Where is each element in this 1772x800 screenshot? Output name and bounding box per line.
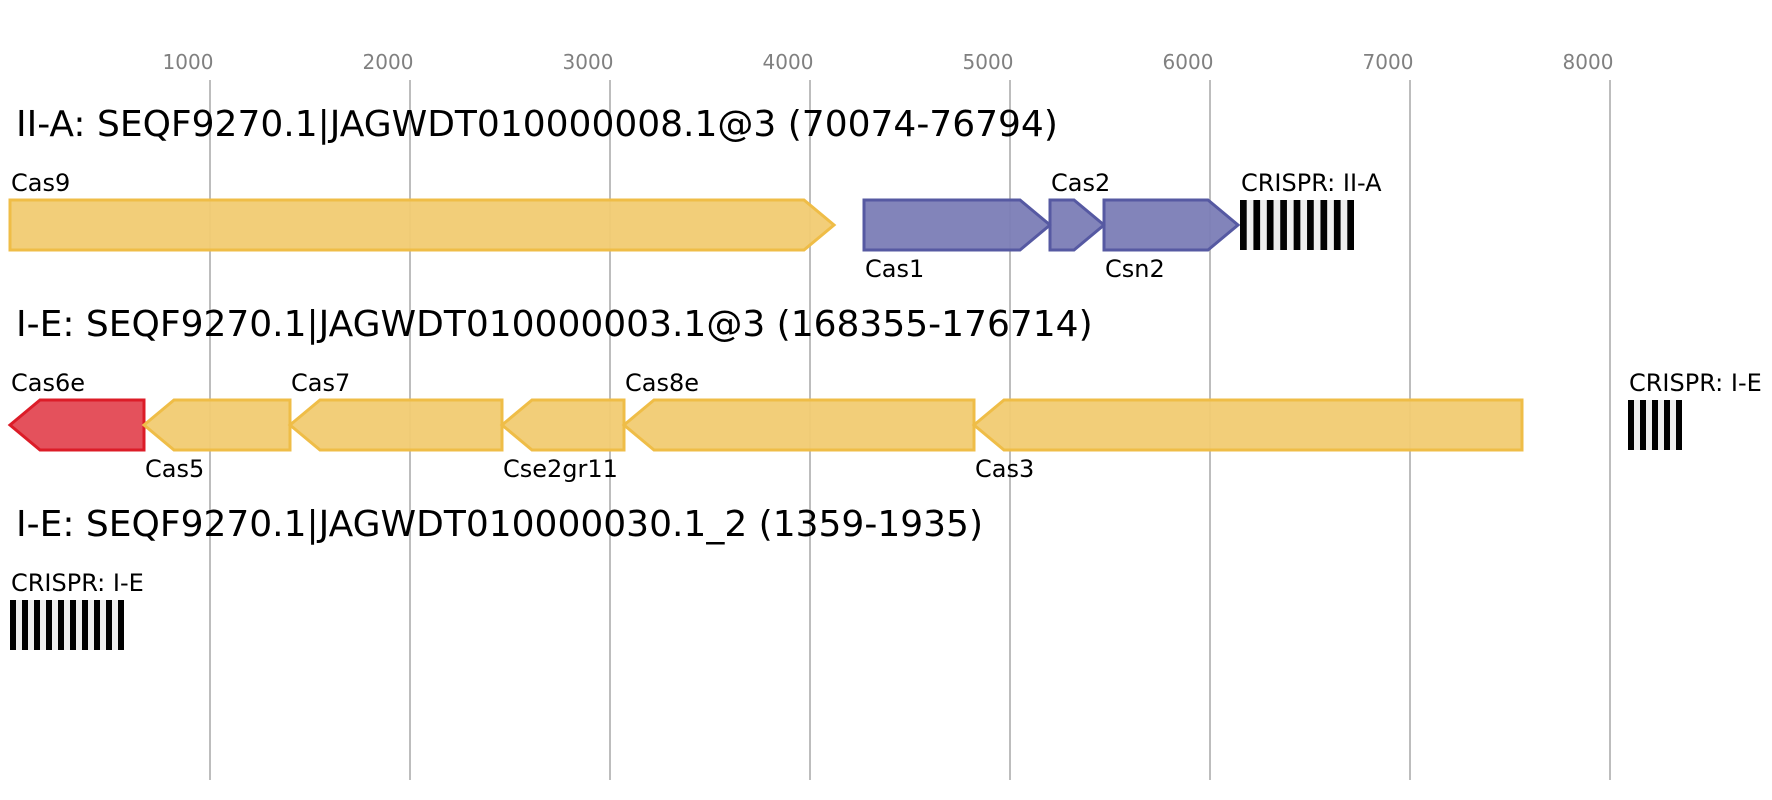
gene-cas8e[interactable]: Cas8e: [621, 369, 976, 452]
crispr-repeat: [34, 600, 40, 650]
tracks: II-A: SEQF9270.1|JAGWDT010000008.1@3 (70…: [7, 104, 1762, 650]
track-title: I-E: SEQF9270.1|JAGWDT010000030.1_2 (135…: [16, 504, 983, 545]
gene-cse2gr11[interactable]: Cse2gr11: [499, 398, 626, 483]
crispr-label: CRISPR: I-E: [11, 569, 144, 597]
gene-cas7[interactable]: Cas7: [287, 369, 504, 452]
tick-label: 6000: [1163, 50, 1214, 74]
gene-label: Cas5: [145, 455, 204, 483]
gene-cas9[interactable]: Cas9: [8, 169, 837, 252]
crispr-repeat: [10, 600, 16, 650]
tick-label: 4000: [763, 50, 814, 74]
gene-arrow[interactable]: [141, 398, 292, 452]
gene-cas6e[interactable]: Cas6e: [7, 369, 146, 452]
gene-cas3[interactable]: Cas3: [971, 398, 1524, 483]
tick-label: 5000: [963, 50, 1014, 74]
crispr-repeat: [70, 600, 76, 650]
crispr-repeat: [1293, 200, 1301, 250]
crispr-repeat: [1333, 200, 1341, 250]
gene-arrow[interactable]: [1102, 198, 1241, 252]
crispr-repeat: [106, 600, 112, 650]
crispr-repeat: [1664, 400, 1670, 450]
crispr-repeat: [1280, 200, 1287, 250]
gene-arrow[interactable]: [1048, 198, 1107, 252]
crispr-label: CRISPR: I-E: [1629, 369, 1762, 397]
crispr-label: CRISPR: II-A: [1241, 169, 1382, 197]
crispr-array[interactable]: CRISPR: I-E: [1628, 369, 1762, 450]
tick-label: 1000: [163, 50, 214, 74]
crispr-spacer-background: [10, 600, 124, 650]
gene-arrow[interactable]: [287, 398, 504, 452]
gene-arrow[interactable]: [971, 398, 1524, 452]
crispr-repeat: [58, 600, 64, 650]
gene-label: Csn2: [1105, 255, 1165, 283]
track-title: II-A: SEQF9270.1|JAGWDT010000008.1@3 (70…: [16, 104, 1058, 145]
tick-label: 7000: [1363, 50, 1414, 74]
gene-cas2[interactable]: Cas2: [1048, 169, 1110, 252]
crispr-repeat: [1253, 200, 1261, 250]
gene-arrow[interactable]: [7, 398, 146, 452]
crispr-repeat: [46, 600, 52, 650]
gene-label: Cas3: [975, 455, 1034, 483]
crispr-repeat: [82, 600, 88, 650]
track: II-A: SEQF9270.1|JAGWDT010000008.1@3 (70…: [8, 104, 1382, 283]
crispr-repeat: [94, 600, 100, 650]
gene-label: Cas7: [291, 369, 350, 397]
crispr-repeat: [22, 600, 28, 650]
gene-arrow[interactable]: [621, 398, 976, 452]
gene-label: Cas8e: [625, 369, 699, 397]
crispr-repeat: [1320, 200, 1328, 250]
track: I-E: SEQF9270.1|JAGWDT010000030.1_2 (135…: [10, 504, 983, 650]
crispr-repeat: [1640, 400, 1646, 450]
crispr-repeat: [1347, 200, 1354, 250]
tick-label: 3000: [563, 50, 614, 74]
gene-arrow[interactable]: [8, 198, 837, 252]
track-title: I-E: SEQF9270.1|JAGWDT010000003.1@3 (168…: [16, 304, 1093, 345]
gene-label: Cas9: [11, 169, 70, 197]
crispr-repeat: [1676, 400, 1682, 450]
gene-label: Cas1: [865, 255, 924, 283]
tick-label: 8000: [1563, 50, 1614, 74]
crispr-array[interactable]: CRISPR: I-E: [10, 569, 144, 650]
crispr-repeat: [1652, 400, 1658, 450]
crispr-repeat: [118, 600, 124, 650]
crispr-repeat: [1307, 200, 1314, 250]
gene-arrow[interactable]: [499, 398, 626, 452]
crispr-array[interactable]: CRISPR: II-A: [1240, 169, 1382, 250]
gene-cas5[interactable]: Cas5: [141, 398, 292, 483]
gene-arrow[interactable]: [862, 198, 1053, 252]
gene-cas1[interactable]: Cas1: [862, 198, 1053, 283]
gene-label: Cas6e: [11, 369, 85, 397]
crispr-repeat: [1240, 200, 1247, 250]
crispr-repeat: [1628, 400, 1634, 450]
gene-label: Cse2gr11: [503, 455, 618, 483]
track: I-E: SEQF9270.1|JAGWDT010000003.1@3 (168…: [7, 304, 1762, 483]
gene-label: Cas2: [1051, 169, 1110, 197]
gene-csn2[interactable]: Csn2: [1102, 198, 1241, 283]
tick-label: 2000: [363, 50, 414, 74]
crispr-repeat: [1266, 200, 1274, 250]
